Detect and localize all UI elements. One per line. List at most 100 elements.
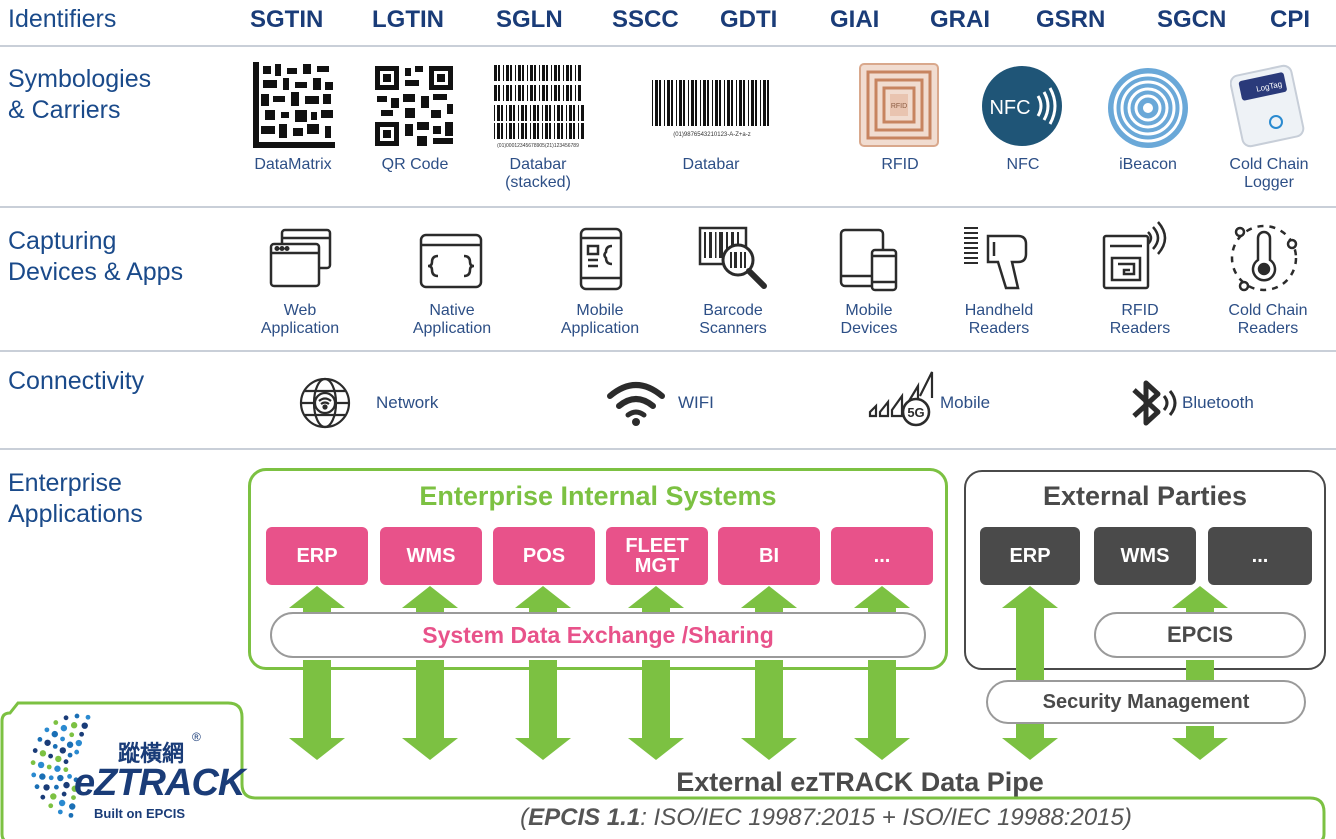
handheld-reader-icon <box>964 227 1028 290</box>
device-caption-barcode-scanners: Barcode Scanners <box>699 302 767 337</box>
device-caption-web-application: Web Application <box>260 302 340 337</box>
identifier-cpi: CPI <box>1270 6 1311 33</box>
data-flow-arrow <box>402 586 458 614</box>
connectivity-bluetooth-label: Bluetooth <box>1182 393 1254 412</box>
eztrack-globe-logo <box>30 713 91 818</box>
data-flow-arrow <box>628 660 684 760</box>
external-parties-title: External Parties <box>1042 481 1248 511</box>
rfid-reader-icon <box>1102 221 1167 290</box>
data-flow-arrow <box>854 586 910 614</box>
mobile-application-icon <box>579 227 623 291</box>
data-flow-arrow <box>402 660 458 760</box>
row-label-enterprise: Enterprise Applications <box>8 469 143 528</box>
row-label-identifiers: Identifiers <box>8 5 117 33</box>
data-flow-arrow <box>289 660 345 760</box>
mobile-5g-badge: 5G <box>907 405 924 420</box>
security-management[interactable]: Security Management <box>986 680 1306 724</box>
identifier-giai: GIAI <box>830 6 880 33</box>
enterprise-internal-title: Enterprise Internal Systems <box>419 481 777 511</box>
internal-system-wms[interactable]: WMS <box>380 527 482 585</box>
mobile-devices-icon <box>839 228 898 292</box>
external-system-wms[interactable]: WMS <box>1094 527 1196 585</box>
divider <box>0 206 1336 208</box>
ibeacon-icon <box>1108 68 1188 148</box>
mobile-5g-icon: 5G <box>868 371 934 427</box>
databar-hri: (01)9876543210123-A-Z+a-z <box>673 132 751 138</box>
device-caption-native-application: Native Application <box>412 302 492 337</box>
databar-stacked-hri: (01)00012345678905(21)123456789 <box>497 143 579 149</box>
external-system-more[interactable]: ... <box>1208 527 1312 585</box>
data-flow-arrow <box>1002 586 1058 760</box>
rfid-chip-label: RFID <box>891 103 907 110</box>
nfc-icon: NFC <box>982 66 1062 146</box>
data-flow-arrow <box>741 660 797 760</box>
data-flow-arrow <box>289 586 345 614</box>
carrier-caption-ibeacon: iBeacon <box>1119 156 1177 173</box>
connectivity-mobile-label: Mobile <box>940 393 991 412</box>
identifier-sgln: SGLN <box>496 6 563 33</box>
data-pipe-subtitle: (EPCIS 1.1: ISO/IEC 19987:2015 + ISO/IEC… <box>426 804 1226 832</box>
databar-icon: (01)9876543210123-A-Z+a-z <box>652 80 769 138</box>
data-flow-arrow <box>515 586 571 614</box>
divider <box>0 350 1336 352</box>
device-caption-handheld-readers: Handheld Readers <box>964 302 1034 337</box>
data-flow-arrow <box>628 586 684 614</box>
internal-system-erp[interactable]: ERP <box>266 527 368 585</box>
data-flow-arrow <box>1172 586 1228 614</box>
device-caption-mobile-devices: Mobile Devices <box>840 302 898 337</box>
rfid-tag-icon: RFID <box>859 63 939 147</box>
device-caption-rfid-readers: RFID Readers <box>1109 302 1171 337</box>
logo-tagline: Built on EPCIS <box>94 806 185 821</box>
identifier-sgtin: SGTIN <box>250 6 324 33</box>
carrier-caption-qr-code: QR Code <box>381 156 449 173</box>
cold-chain-logger-icon: LogTag <box>1230 64 1305 148</box>
cold-chain-reader-icon <box>1230 224 1298 292</box>
data-flow-arrow <box>1186 660 1214 682</box>
divider <box>0 45 1336 47</box>
databar-stacked-icon: (01)00012345678905(21)123456789 <box>494 65 584 149</box>
native-application-icon <box>419 233 483 289</box>
subtitle-standards: : ISO/IEC 19987:2015 + ISO/IEC 19988:201… <box>640 804 1132 831</box>
device-caption-mobile-application: Mobile Application <box>560 302 640 337</box>
data-pipe-title: External ezTRACK Data Pipe <box>676 767 1044 797</box>
data-flow-arrow <box>741 586 797 614</box>
internal-system-more[interactable]: ... <box>831 527 933 585</box>
web-application-icon <box>269 228 332 288</box>
logo-registered-mark: ® <box>192 730 201 744</box>
data-flow-arrow <box>1172 726 1228 760</box>
connectivity-wifi-label: WIFI <box>678 393 714 412</box>
logo-brand: eZTRACK <box>74 762 245 804</box>
nfc-text: NFC <box>989 97 1030 119</box>
device-caption-cold-chain-readers: Cold Chain Readers <box>1228 302 1308 337</box>
identifier-grai: GRAI <box>930 6 990 33</box>
carrier-caption-databar-stacked: Databar (stacked) <box>505 156 571 191</box>
carrier-caption-nfc: NFC <box>1006 156 1040 173</box>
carrier-caption-cold-chain-logger: Cold Chain Logger <box>1229 156 1309 191</box>
system-data-exchange[interactable]: System Data Exchange /Sharing <box>270 612 926 658</box>
datamatrix-icon <box>253 62 335 148</box>
row-label-connectivity: Connectivity <box>8 367 145 395</box>
epcis-pill[interactable]: EPCIS <box>1094 612 1306 658</box>
carrier-caption-rfid: RFID <box>881 156 919 173</box>
connectivity-network-label: Network <box>376 393 439 412</box>
data-flow-arrow <box>515 660 571 760</box>
subtitle-epcis-version: EPCIS 1.1 <box>528 804 641 831</box>
network-globe-icon <box>299 377 351 429</box>
row-label-symbologies: Symbologies & Carriers <box>8 65 152 124</box>
logo-chinese-name: 蹤橫網 <box>118 742 185 767</box>
bluetooth-icon <box>1132 380 1177 426</box>
identifier-lgtin: LGTIN <box>372 6 444 33</box>
subtitle-open: ( <box>520 804 529 831</box>
barcode-scanner-icon <box>698 226 767 289</box>
internal-system-fleet-mgt[interactable]: FLEET MGT <box>606 527 708 585</box>
row-label-capturing: Capturing Devices & Apps <box>8 227 184 286</box>
wifi-icon <box>607 382 665 426</box>
identifier-gsrn: GSRN <box>1036 6 1106 33</box>
divider <box>0 448 1336 450</box>
identifier-gdti: GDTI <box>720 6 778 33</box>
qr-code-icon <box>375 66 453 146</box>
internal-system-bi[interactable]: BI <box>718 527 820 585</box>
external-system-erp[interactable]: ERP <box>980 527 1080 585</box>
internal-system-pos[interactable]: POS <box>493 527 595 585</box>
